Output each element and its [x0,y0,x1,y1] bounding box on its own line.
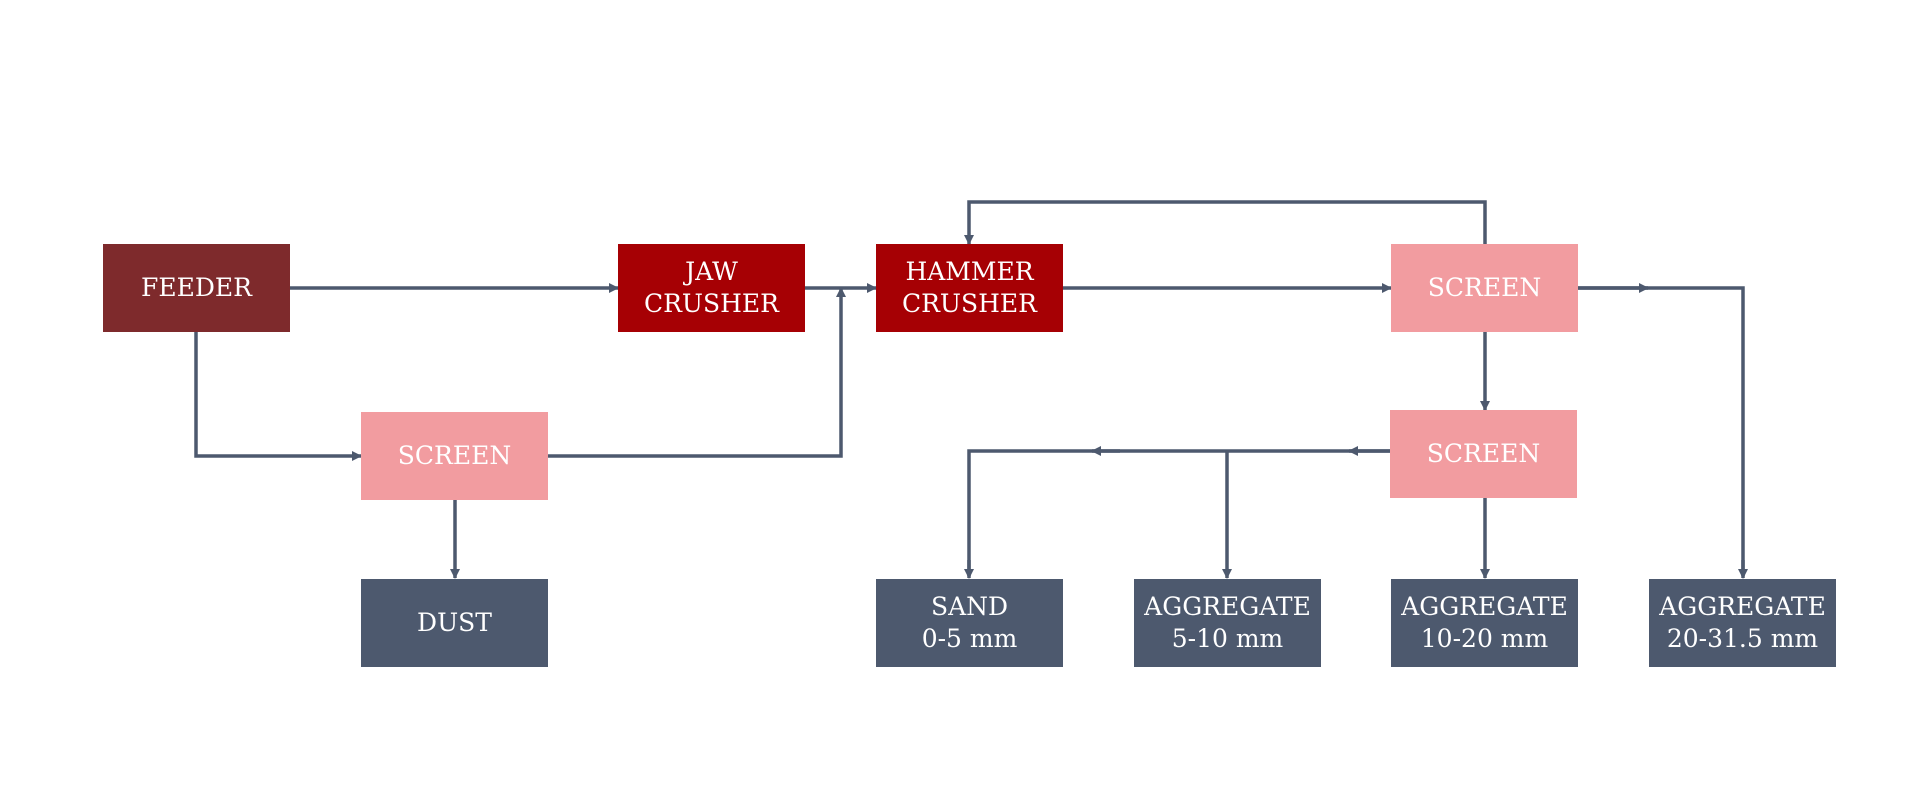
node-label-line: 5-10 mm [1171,624,1284,653]
jaw-crusher-box: JAW CRUSHER [618,244,805,332]
sand-box: SAND 0-5 mm [876,579,1063,667]
node-label-line: JAW [685,257,738,286]
node-label-line: AGGREGATE [1144,592,1311,621]
aggregate-10-20-box: AGGREGATE 10-20 mm [1391,579,1578,667]
node-label-line: SCREEN [1427,273,1542,302]
node-label-line: AGGREGATE [1401,592,1568,621]
aggregate-20-31-box: AGGREGATE 20-31.5 mm [1649,579,1836,667]
node-label-line: AGGREGATE [1659,592,1826,621]
node-label-line: HAMMER [905,257,1034,286]
link-screen-left-to-hammer [548,287,846,458]
node-label-line: FEEDER [141,273,252,302]
node-label-line: SCREEN [397,441,512,470]
node-label-line: 10-20 mm [1420,624,1549,653]
node-label-line: SCREEN [1426,439,1541,468]
link-screen-top-to-aggregate-20-31 [1578,286,1745,576]
connectors [194,200,1748,579]
link-screen-mid-to-sand [967,449,1391,576]
node-label-line: DUST [417,608,492,637]
node-label-line: 0-5 mm [921,624,1018,653]
node-label-line: CRUSHER [901,289,1038,318]
link-screen-top-recirculate [964,200,1487,245]
screen-mid-box: SCREEN [1390,410,1577,498]
node-label-line: SAND [930,592,1009,621]
screen-left-box: SCREEN [361,412,548,500]
aggregate-5-10-box: AGGREGATE 5-10 mm [1134,579,1321,667]
feeder-box: FEEDER [103,244,290,332]
screen-top-box: SCREEN [1391,244,1578,332]
node-label-line: 20-31.5 mm [1666,624,1819,653]
dust-box: DUST [361,579,548,667]
hammer-crusher-box: HAMMER CRUSHER [876,244,1063,332]
link-feeder-to-screen-left [194,332,362,461]
node-label-line: CRUSHER [643,289,780,318]
